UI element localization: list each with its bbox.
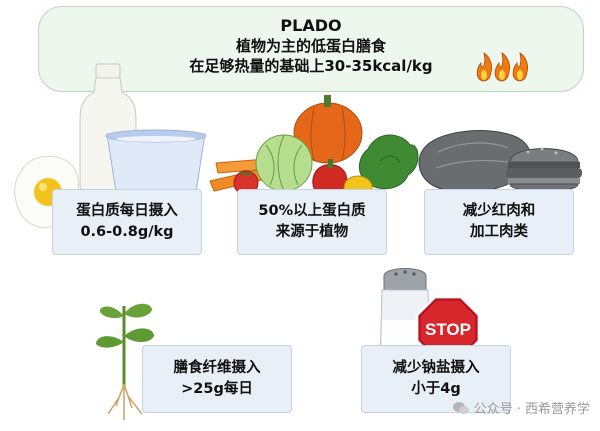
header-title: PLADO (280, 16, 342, 35)
watermark-text: 公众号 · 西希营养学 (473, 402, 590, 417)
card-protein-intake: 蛋白质每日摄入 0.6-0.8g/kg (52, 189, 202, 255)
card-plant-protein: 50%以上蛋白质 来源于植物 (237, 189, 387, 255)
stop-sign-text: STOP (425, 320, 471, 339)
card-red-meat-line2: 加工肉类 (470, 224, 528, 240)
header-banner: PLADO 植物为主的低蛋白膳食 在足够热量的基础上30-35kcal/kg (38, 6, 584, 92)
vegetables-icon (209, 95, 419, 200)
card-fiber-line1: 膳食纤维摄入 (173, 360, 261, 376)
flame-icon (476, 52, 528, 82)
card-fiber: 膳食纤维摄入 >25g每日 (142, 345, 292, 413)
card-red-meat: 减少红肉和 加工肉类 (424, 189, 574, 255)
yogurt-cup-icon (105, 129, 207, 199)
card-plant-protein-line1: 50%以上蛋白质 (258, 203, 366, 219)
card-red-meat-line1: 减少红肉和 (462, 203, 536, 219)
header-calorie-line: 在足够热量的基础上30-35kcal/kg (189, 57, 433, 75)
card-sodium-line1: 减少钠盐摄入 (392, 360, 480, 376)
card-protein-intake-line2: 0.6-0.8g/kg (80, 224, 174, 240)
card-fiber-line2: >25g每日 (181, 381, 253, 397)
card-protein-intake-line1: 蛋白质每日摄入 (76, 203, 178, 219)
header-subtitle: 植物为主的低蛋白膳食 (235, 37, 386, 55)
watermark: 公众号 · 西希营养学 (452, 398, 590, 417)
seedling-icon (96, 303, 154, 420)
wechat-icon (452, 401, 469, 414)
card-sodium-line2: 小于4g (411, 381, 461, 397)
card-plant-protein-line2: 来源于植物 (275, 224, 349, 240)
card-sodium: 减少钠盐摄入 小于4g (361, 345, 511, 413)
